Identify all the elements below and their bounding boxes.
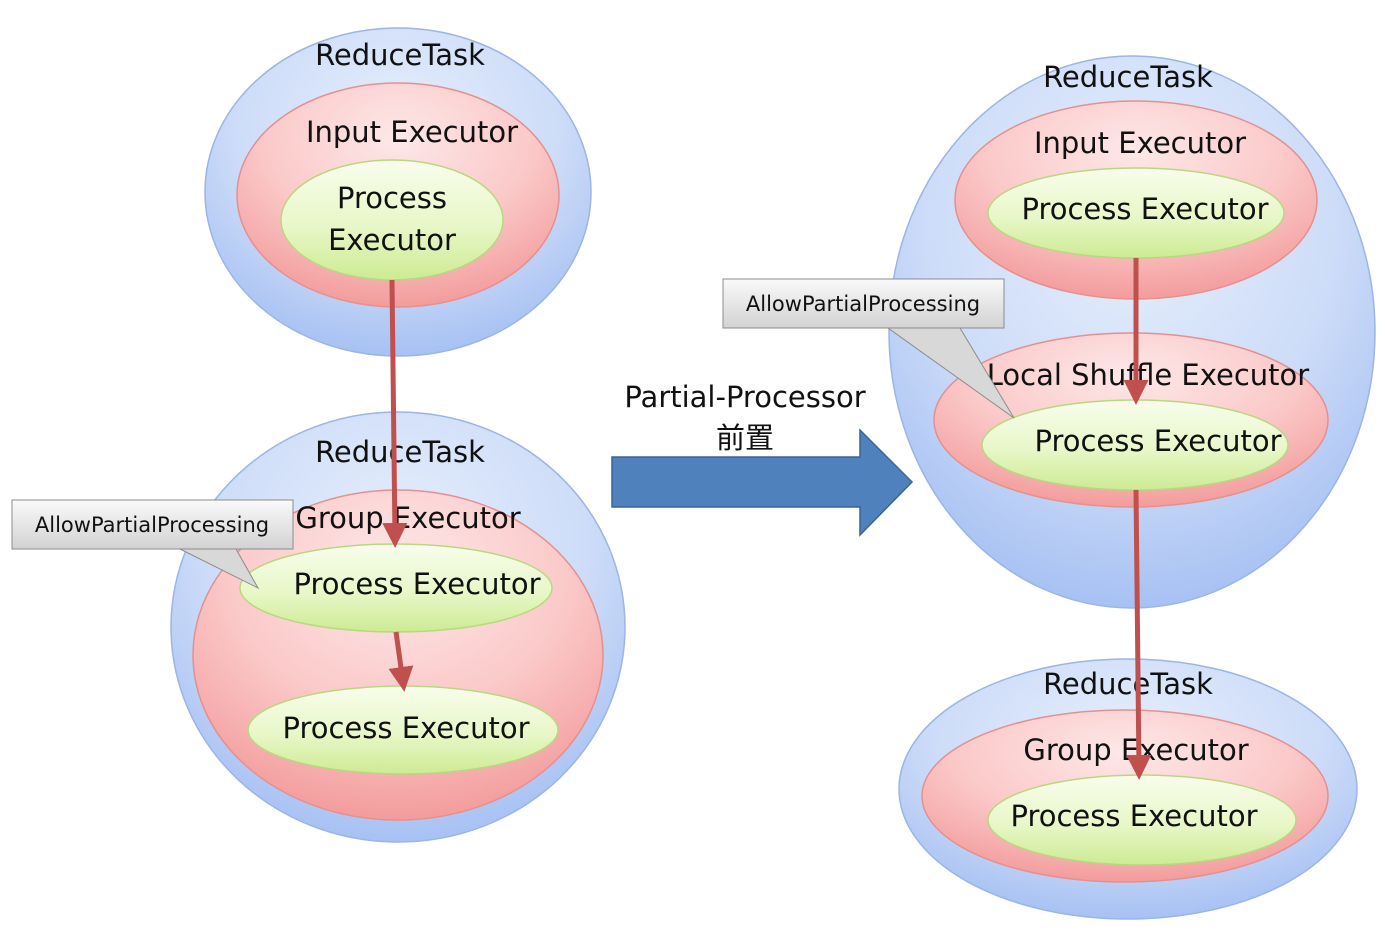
- left-bottom-group-executor-label: Group Executor: [295, 501, 520, 535]
- left-bottom-reducetask: ReduceTask Group Executor Process Execut…: [170, 411, 626, 843]
- right-bottom-group-executor-label: Group Executor: [1023, 733, 1248, 767]
- left-top-input-executor-label: Input Executor: [306, 115, 518, 149]
- right-arrow-shuffle-to-group: [1126, 489, 1152, 780]
- left-arrow-input-to-group: [382, 279, 408, 548]
- left-callout: AllowPartialProcessing: [11, 499, 294, 590]
- left-callout-text: AllowPartialProcessing: [35, 513, 269, 537]
- right-top-input-executor-label: Input Executor: [1034, 126, 1246, 160]
- right-bottom-process-label: Process Executor: [1010, 799, 1257, 833]
- left-bottom-task-label: ReduceTask: [315, 435, 485, 469]
- left-top-task-label: ReduceTask: [315, 38, 485, 72]
- left-top-process-label-line1: Process: [337, 181, 447, 215]
- right-callout-text: AllowPartialProcessing: [746, 292, 980, 316]
- right-callout-box: [722, 278, 1005, 329]
- left-top-process-ellipse: [280, 159, 504, 281]
- left-bottom-process-a-label: Process Executor: [293, 567, 540, 601]
- transform-arrow-shape: [611, 428, 914, 537]
- right-callout: AllowPartialProcessing: [722, 278, 1015, 419]
- right-top-shuffle-executor-label: Local Shuffle Executor: [987, 358, 1310, 392]
- transform-label-line2: 前置: [716, 421, 774, 455]
- right-top-shuffle-process-label: Process Executor: [1034, 424, 1281, 458]
- right-bottom-reducetask: ReduceTask Group Executor Process Execut…: [898, 658, 1358, 920]
- left-top-process-label-line2: Executor: [328, 223, 456, 257]
- left-bottom-process-b-label: Process Executor: [282, 711, 529, 745]
- left-top-reducetask: ReduceTask Input Executor Process Execut…: [204, 27, 592, 357]
- left-callout-box: [11, 499, 294, 550]
- transform-label-line1: Partial-Processor: [624, 380, 865, 414]
- right-top-reducetask: ReduceTask Input Executor Process Execut…: [888, 55, 1376, 609]
- right-bottom-task-label: ReduceTask: [1043, 667, 1213, 701]
- right-top-task-label: ReduceTask: [1043, 60, 1213, 94]
- transform-arrow: Partial-Processor 前置: [611, 380, 914, 537]
- left-arrow-process-to-process: [388, 631, 414, 692]
- right-top-input-process-label: Process Executor: [1021, 192, 1268, 226]
